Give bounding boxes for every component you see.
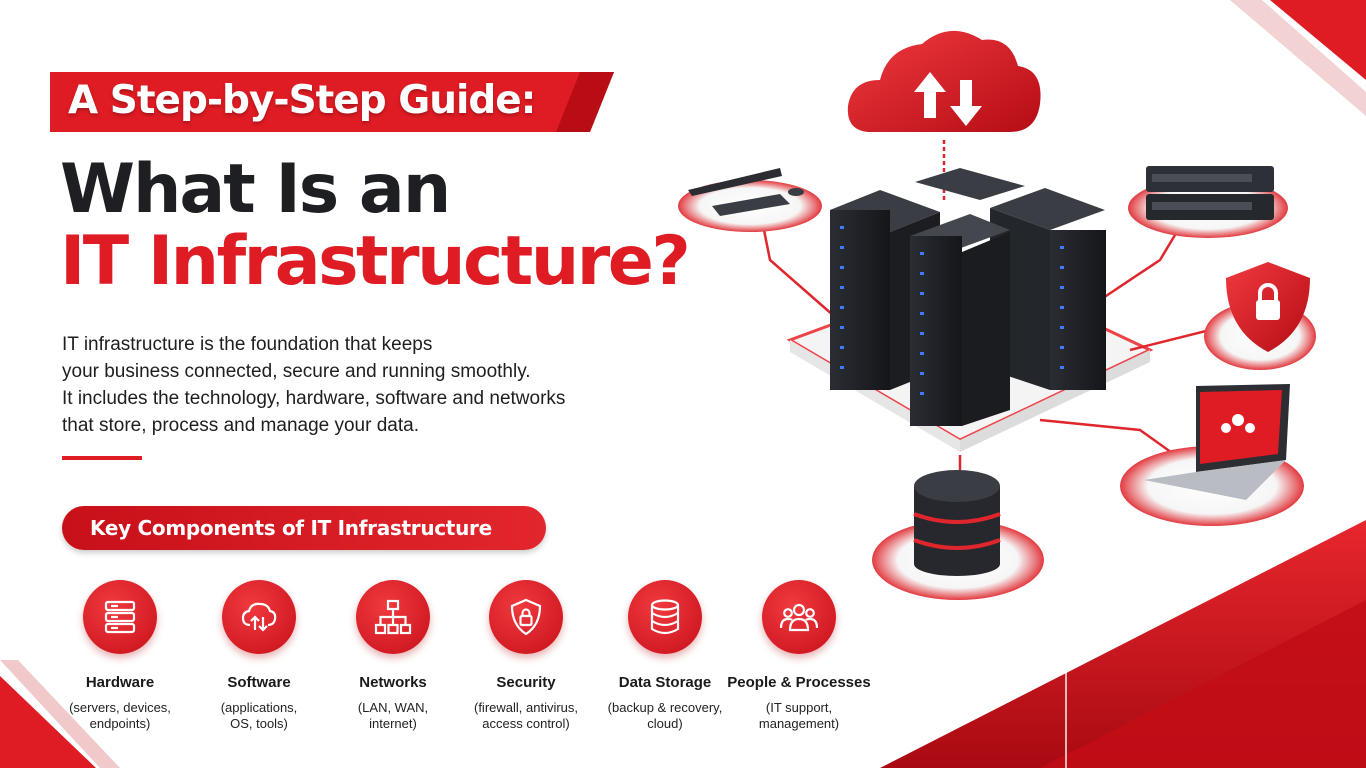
banner-label: A Step-by-Step Guide: (68, 78, 536, 123)
cloud-sync-illustration (847, 30, 1041, 133)
component-name: Software (227, 674, 291, 691)
component-name: Networks (359, 674, 427, 691)
component-data-storage: Data Storage (backup & recovery, cloud) (590, 580, 740, 732)
component-security: Security (firewall, antivirus, access co… (451, 580, 601, 732)
page-title-line1: What Is an (60, 150, 451, 229)
component-desc-line: management) (758, 716, 840, 731)
cloud-sync-icon (222, 580, 296, 654)
section-heading-pill: Key Components of IT Infrastructure (62, 506, 546, 550)
component-desc-line: cloud) (647, 716, 683, 731)
component-name: Hardware (85, 674, 155, 691)
database-icon (628, 580, 702, 654)
component-desc-line: (backup & recovery, (607, 700, 723, 715)
server-racks-illustration (830, 168, 1106, 426)
intro-line: that store, process and manage your data… (62, 415, 419, 436)
page-title-line2: IT Infrastructure? (60, 222, 691, 301)
component-desc: (firewall, antivirus, access control) (451, 700, 601, 732)
component-desc-line: endpoints) (89, 716, 151, 731)
component-desc-line: (applications, (220, 700, 298, 715)
component-desc: (servers, devices, endpoints) (45, 700, 195, 732)
accent-divider (62, 456, 142, 460)
network-icon (356, 580, 430, 654)
component-desc-line: (LAN, WAN, (357, 700, 429, 715)
component-desc: (IT support, management) (724, 700, 874, 732)
component-name: Data Storage (618, 674, 712, 691)
component-networks: Networks (LAN, WAN, internet) (318, 580, 468, 732)
component-desc: (backup & recovery, cloud) (590, 700, 740, 732)
intro-line: It includes the technology, hardware, so… (62, 388, 566, 409)
component-desc-line: access control) (482, 716, 570, 731)
intro-line: IT infrastructure is the foundation that… (62, 334, 433, 355)
section-heading: Key Components of IT Infrastructure (90, 516, 492, 540)
component-desc-line: (IT support, (765, 700, 833, 715)
component-desc-line: (firewall, antivirus, (473, 700, 579, 715)
component-name: People & Processes (727, 674, 871, 691)
people-icon (762, 580, 836, 654)
intro-paragraph: IT infrastructure is the foundation that… (62, 331, 622, 439)
component-software: Software (applications, OS, tools) (184, 580, 334, 732)
intro-line: your business connected, secure and runn… (62, 361, 531, 382)
component-desc-line: (servers, devices, (69, 700, 171, 715)
guide-banner: A Step-by-Step Guide: (50, 72, 614, 132)
shield-lock-icon (489, 580, 563, 654)
component-desc: (LAN, WAN, internet) (318, 700, 468, 732)
component-desc-line: OS, tools) (230, 716, 288, 731)
component-desc-line: internet) (369, 716, 417, 731)
server-icon (83, 580, 157, 654)
banner-background (50, 72, 614, 132)
component-desc: (applications, OS, tools) (184, 700, 334, 732)
component-hardware: Hardware (servers, devices, endpoints) (45, 580, 195, 732)
component-people-processes: People & Processes (IT support, manageme… (724, 580, 874, 732)
component-name: Security (496, 674, 556, 691)
